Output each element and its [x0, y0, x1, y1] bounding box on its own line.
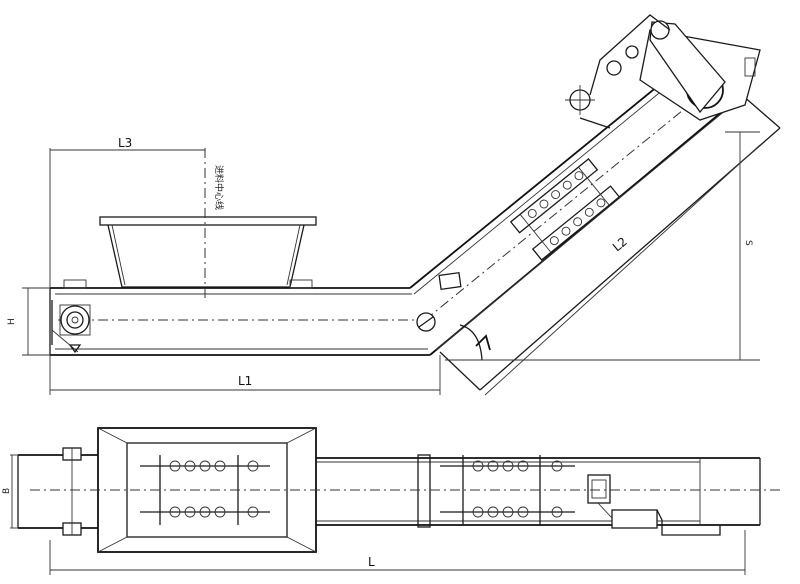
dim-s-label: S	[743, 240, 753, 246]
inspection-box	[438, 271, 462, 291]
inclined-axis-line	[424, 79, 721, 321]
plan-view: B L	[2, 427, 780, 575]
drive-head	[565, 14, 761, 129]
drive-unit-plan	[587, 474, 721, 536]
horizontal-trough	[49, 287, 430, 356]
bend-wheel	[416, 312, 436, 332]
dim-l1-label: L1	[238, 374, 252, 388]
dim-l-label: L	[368, 555, 375, 569]
dim-h-label: H	[7, 318, 17, 325]
feed-hopper	[63, 216, 317, 289]
chain-segment-hopper	[140, 455, 270, 525]
feed-centerline: L3 进料中心线	[49, 136, 225, 300]
scraper-chain-incline	[509, 157, 621, 261]
direction-arrow	[459, 324, 491, 361]
chain-segment-incline	[417, 454, 575, 528]
dim-l: L	[49, 530, 746, 575]
dim-b: B	[2, 454, 18, 529]
dim-b-label: B	[2, 488, 12, 494]
dim-l2-label: L2	[610, 234, 630, 254]
tail-sprocket	[59, 304, 91, 354]
feed-note: 进料中心线	[213, 165, 225, 210]
dim-l3-label: L3	[118, 136, 132, 150]
side-elevation-view: L3 进料中心线	[7, 14, 781, 396]
